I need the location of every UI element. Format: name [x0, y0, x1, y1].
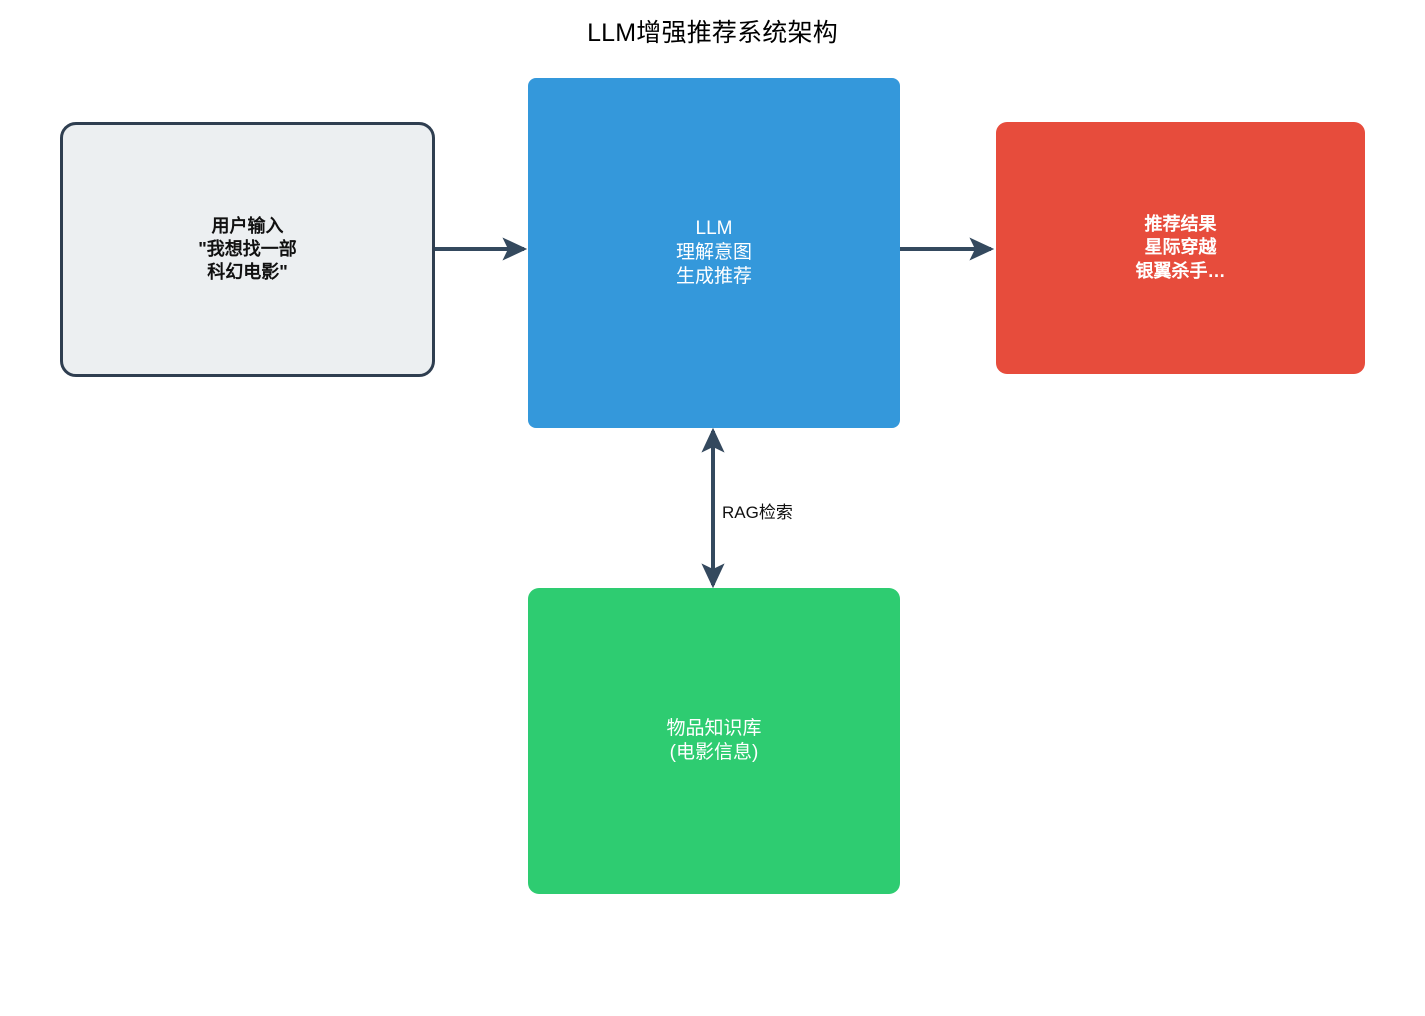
diagram-title: LLM增强推荐系统架构 [587, 19, 838, 47]
node-item-knowledge-base[interactable]: 物品知识库 (电影信息) [528, 588, 900, 894]
node-user-input[interactable]: 用户输入 "我想找一部 科幻电影" [60, 122, 435, 377]
node-llm-label: LLM 理解意图 生成推荐 [675, 217, 752, 288]
node-item-knowledge-base-label: 物品知识库 (电影信息) [666, 717, 762, 763]
node-recommendation-results[interactable]: 推荐结果 星际穿越 银翼杀手… [996, 122, 1365, 374]
node-user-input-label: 用户输入 "我想找一部 科幻电影" [198, 215, 297, 283]
node-recommendation-results-label: 推荐结果 星际穿越 银翼杀手… [1135, 214, 1226, 281]
edge-label-rag-retrieval: RAG检索 [722, 503, 793, 522]
node-llm[interactable]: LLM 理解意图 生成推荐 [528, 78, 900, 428]
